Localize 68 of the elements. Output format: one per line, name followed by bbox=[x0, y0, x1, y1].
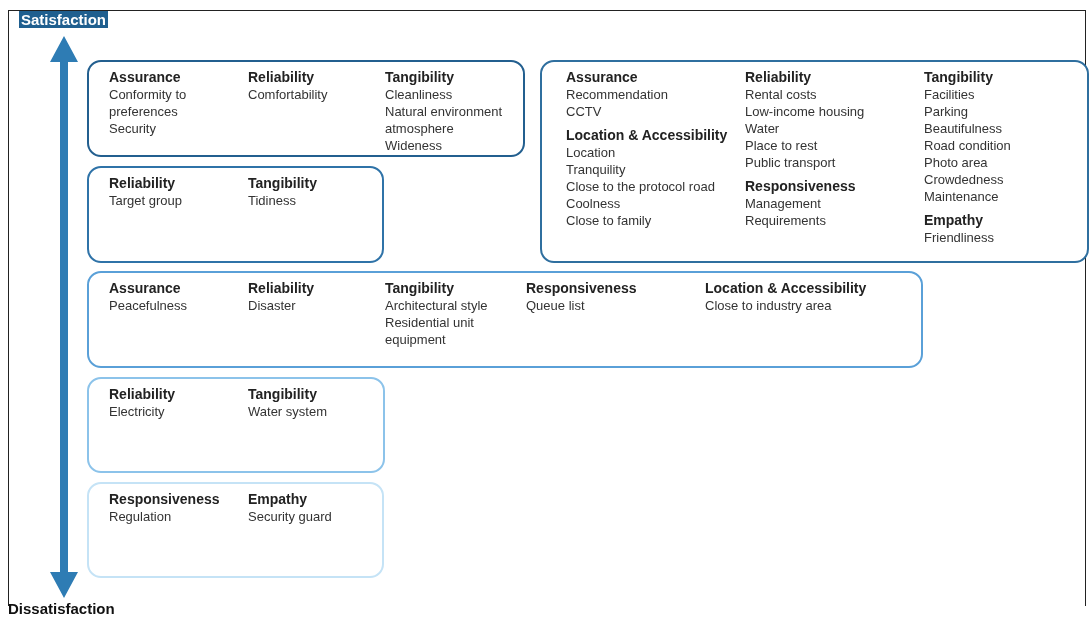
item-text: Tranquility bbox=[566, 161, 627, 178]
category-box bbox=[87, 60, 525, 157]
category-heading: Assurance bbox=[566, 68, 639, 86]
category-heading: Location & Accessibility bbox=[705, 279, 868, 297]
category-heading: Location & Accessibility bbox=[566, 126, 729, 144]
item-text: Comfortability bbox=[248, 86, 329, 103]
item-text: Public transport bbox=[745, 154, 837, 171]
item-text: Crowdedness bbox=[924, 171, 1005, 188]
item-text: Wideness bbox=[385, 137, 444, 154]
item-text: Tidiness bbox=[248, 192, 297, 209]
axis-label: Dissatisfaction bbox=[8, 600, 115, 617]
item-text: Recommendation bbox=[566, 86, 669, 103]
item-text: Water bbox=[745, 120, 781, 137]
item-text: Road condition bbox=[924, 137, 1012, 154]
category-heading: Tangibility bbox=[248, 174, 318, 192]
item-text: Requirements bbox=[745, 212, 827, 229]
category-heading: Tangibility bbox=[924, 68, 994, 86]
category-heading: Responsiveness bbox=[109, 490, 221, 508]
category-heading: Tangibility bbox=[385, 279, 455, 297]
item-text: Beautifulness bbox=[924, 120, 1004, 137]
item-text: Queue list bbox=[526, 297, 586, 314]
item-text: Friendliness bbox=[924, 229, 996, 246]
category-box bbox=[87, 271, 923, 368]
item-text: Parking bbox=[924, 103, 970, 120]
item-text: Security guard bbox=[248, 508, 333, 525]
item-text: Place to rest bbox=[745, 137, 819, 154]
category-heading: Reliability bbox=[109, 174, 177, 192]
item-text: Natural environment atmosphere bbox=[385, 103, 504, 137]
item-text: Facilities bbox=[924, 86, 976, 103]
item-text: Management bbox=[745, 195, 822, 212]
item-text: Peacefulness bbox=[109, 297, 189, 314]
item-text: Conformity to preferences bbox=[109, 86, 188, 120]
category-box bbox=[87, 482, 384, 578]
item-text: Security bbox=[109, 120, 157, 137]
category-heading: Reliability bbox=[109, 385, 177, 403]
item-text: Maintenance bbox=[924, 188, 1000, 205]
category-heading: Reliability bbox=[248, 279, 316, 297]
category-heading: Tangibility bbox=[248, 385, 318, 403]
category-heading: Assurance bbox=[109, 68, 182, 86]
category-heading: Tangibility bbox=[385, 68, 455, 86]
item-text: Target group bbox=[109, 192, 183, 209]
item-text: Cleanliness bbox=[385, 86, 454, 103]
category-box bbox=[87, 166, 384, 263]
category-heading: Reliability bbox=[745, 68, 813, 86]
axis-label: Satisfaction bbox=[19, 11, 109, 28]
item-text: CCTV bbox=[566, 103, 603, 120]
category-heading: Reliability bbox=[248, 68, 316, 86]
item-text: Residential unit equipment bbox=[385, 314, 475, 348]
item-text: Location bbox=[566, 144, 617, 161]
item-text: Coolness bbox=[566, 195, 622, 212]
item-text: Photo area bbox=[924, 154, 989, 171]
category-heading: Assurance bbox=[109, 279, 182, 297]
item-text: Architectural style bbox=[385, 297, 489, 314]
item-text: Regulation bbox=[109, 508, 173, 525]
item-text: Disaster bbox=[248, 297, 297, 314]
item-text: Close to industry area bbox=[705, 297, 833, 314]
category-box bbox=[87, 377, 385, 473]
category-heading: Empathy bbox=[924, 211, 985, 229]
category-heading: Empathy bbox=[248, 490, 309, 508]
category-box bbox=[540, 60, 1089, 263]
item-text: Electricity bbox=[109, 403, 166, 420]
item-text: Water system bbox=[248, 403, 328, 420]
category-heading: Responsiveness bbox=[526, 279, 638, 297]
item-text: Rental costs bbox=[745, 86, 818, 103]
category-heading: Responsiveness bbox=[745, 177, 857, 195]
item-text: Close to the protocol road bbox=[566, 178, 716, 195]
item-text: Low-income housing bbox=[745, 103, 866, 120]
item-text: Close to family bbox=[566, 212, 653, 229]
